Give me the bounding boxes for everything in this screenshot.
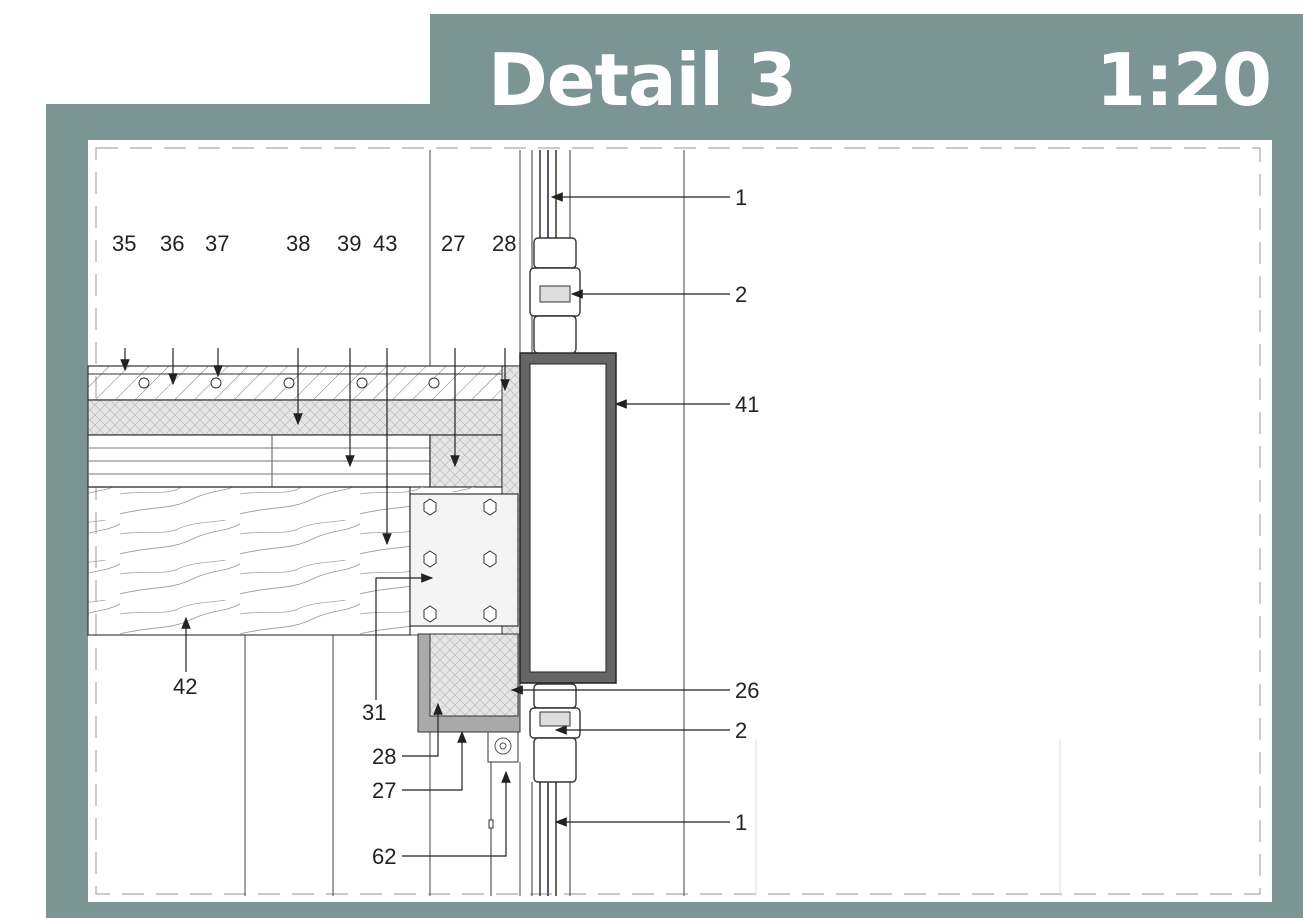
label-35: 35 [112, 231, 136, 256]
label-38: 38 [286, 231, 310, 256]
insulation-28-bottom [417, 633, 521, 733]
label-26: 26 [735, 678, 759, 703]
label-37: 37 [205, 231, 229, 256]
scale-label: 1:20 [1095, 38, 1272, 122]
label-42: 42 [173, 674, 197, 699]
detail-title: Detail 3 [488, 38, 797, 122]
blind-housing [487, 731, 519, 896]
insulation-27-top [429, 434, 503, 488]
callout-labels: 35 36 37 38 39 43 27 28 1 2 41 26 2 1 42… [112, 185, 759, 869]
label-28-bottom: 28 [372, 744, 396, 769]
timber-beam [87, 486, 411, 636]
floor-screed [87, 365, 521, 401]
steel-plate [409, 493, 519, 627]
label-36: 36 [160, 231, 184, 256]
steel-box-section [519, 352, 617, 684]
leader-lines [120, 192, 730, 857]
timber-layer [87, 434, 431, 488]
label-2-bottom: 2 [735, 718, 747, 743]
label-28-top: 28 [492, 231, 516, 256]
label-1-top: 1 [735, 185, 747, 210]
label-2-top: 2 [735, 282, 747, 307]
label-1-bottom: 1 [735, 810, 747, 835]
label-43: 43 [373, 231, 397, 256]
reference-lines [88, 150, 685, 896]
label-62: 62 [372, 844, 396, 869]
label-41: 41 [735, 392, 759, 417]
window-frame-top [529, 150, 581, 354]
window-frame-bottom [529, 683, 581, 896]
label-27-top: 27 [441, 231, 465, 256]
label-27-bottom: 27 [372, 778, 396, 803]
label-39: 39 [337, 231, 361, 256]
label-31: 31 [362, 700, 386, 725]
